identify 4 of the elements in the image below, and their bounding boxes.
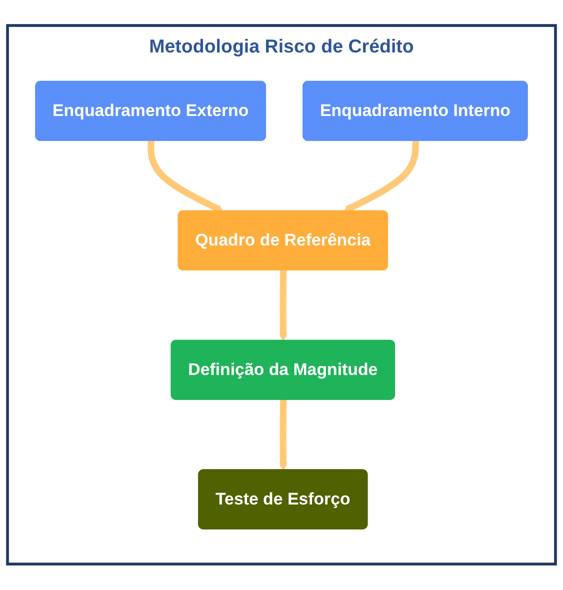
arrow — [343, 141, 419, 213]
arrow — [279, 270, 288, 342]
arrow — [279, 400, 288, 471]
arrow — [148, 141, 224, 213]
